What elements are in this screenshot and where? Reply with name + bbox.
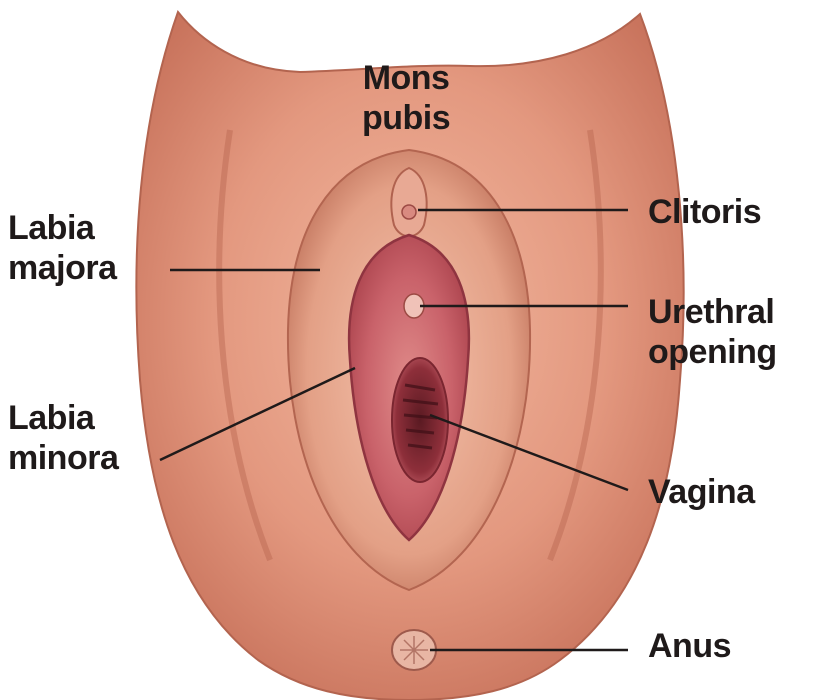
- vaginal-opening-shape: [392, 358, 448, 482]
- label-majora-line1: Labia: [8, 208, 117, 248]
- label-clitoris-text: Clitoris: [648, 192, 761, 232]
- label-vagina: Vagina: [648, 472, 755, 512]
- label-minora-line2: minora: [8, 438, 118, 478]
- label-mons-pubis: Mons pubis: [362, 58, 450, 138]
- label-anus: Anus: [648, 626, 731, 666]
- label-minora-line1: Labia: [8, 398, 118, 438]
- label-urethral-line1: Urethral: [648, 292, 777, 332]
- label-anus-text: Anus: [648, 626, 731, 666]
- label-majora-line2: majora: [8, 248, 117, 288]
- label-vagina-text: Vagina: [648, 472, 755, 512]
- clitoris-glans: [402, 205, 416, 219]
- label-mons-line1: Mons: [362, 58, 450, 98]
- label-mons-line2: pubis: [362, 98, 450, 138]
- label-clitoris: Clitoris: [648, 192, 761, 232]
- label-urethral-line2: opening: [648, 332, 777, 372]
- label-labia-majora: Labia majora: [8, 208, 117, 288]
- anus-folds: [400, 636, 428, 664]
- clitoral-hood: [391, 168, 426, 236]
- label-urethral-opening: Urethral opening: [648, 292, 777, 372]
- label-labia-minora: Labia minora: [8, 398, 118, 478]
